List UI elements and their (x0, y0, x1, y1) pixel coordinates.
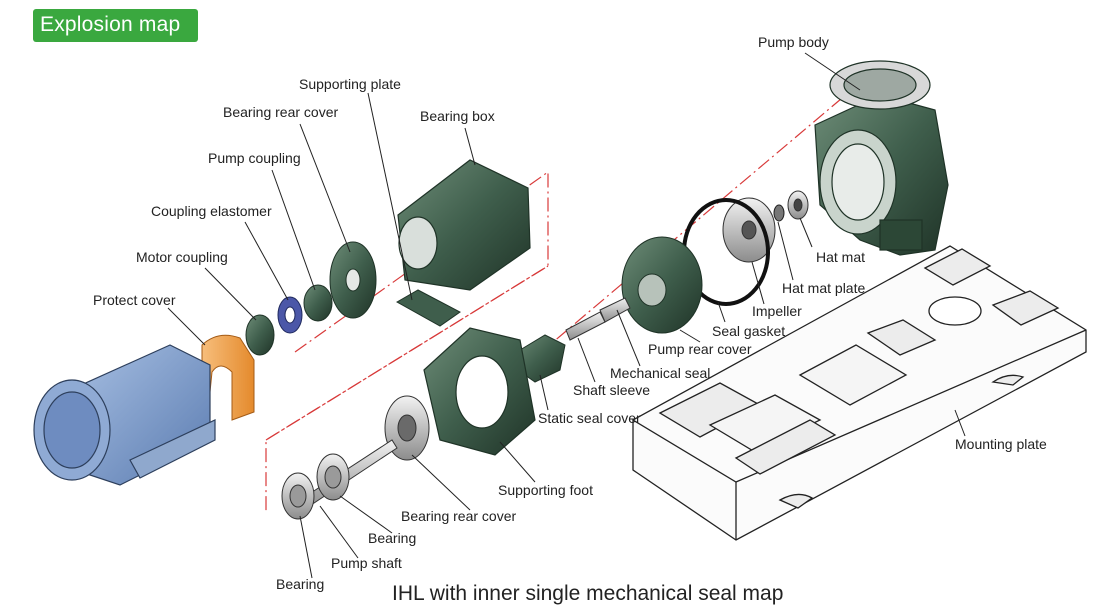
leader-pump-coupling (271, 169, 316, 291)
label-hat-mat-plate: Hat mat plate (782, 280, 865, 296)
leader-bearing-box (464, 127, 476, 166)
label-mounting-plate: Mounting plate (955, 436, 1047, 452)
part-labels: Pump body Supporting plate Bearing rear … (93, 34, 1047, 592)
label-pump-rear-cover: Pump rear cover (648, 341, 752, 357)
pump-body-part (814, 60, 949, 256)
leader-motor-coupling (204, 267, 257, 321)
shaft-sleeve-part (565, 311, 606, 341)
leader-pump-body (804, 52, 861, 91)
motor-coupling-part (245, 314, 275, 356)
leader-pump-rear-cover (679, 329, 701, 343)
label-bearing-rear-cover-top: Bearing rear cover (223, 104, 339, 120)
leader-impeller (751, 261, 765, 305)
leader-mounting-plate (954, 409, 966, 437)
label-impeller: Impeller (752, 303, 802, 319)
badge-text: Explosion map (40, 13, 181, 36)
mounting-plate-part (632, 245, 1087, 541)
leader-bearing-rear-cover-bottom (411, 454, 471, 511)
label-seal-gasket: Seal gasket (712, 323, 785, 339)
label-supporting-foot: Supporting foot (498, 482, 593, 498)
label-static-seal-cover: Static seal cover (538, 410, 641, 426)
leader-seal-gasket (717, 301, 726, 323)
leader-lines (167, 52, 966, 579)
label-protect-cover: Protect cover (93, 292, 176, 308)
center-line-pump (519, 65, 881, 371)
bearing-upper-part (316, 453, 350, 501)
label-bearing-lower: Bearing (276, 576, 324, 592)
leader-pump-shaft (319, 505, 359, 559)
leader-coupling-elastomer (244, 221, 289, 301)
bearing-rear-cover-top-part (329, 241, 377, 319)
leader-bearing-upper (339, 495, 393, 534)
label-supporting-plate: Supporting plate (299, 76, 401, 92)
explosion-map-badge: Explosion map (33, 9, 198, 42)
center-lines (265, 65, 881, 512)
supporting-foot-part (423, 327, 536, 456)
label-pump-shaft: Pump shaft (331, 555, 402, 571)
diagram-caption: IHL with inner single mechanical seal ma… (392, 582, 784, 605)
leader-hat-mat (799, 217, 813, 248)
label-bearing-upper: Bearing (368, 530, 416, 546)
leader-supporting-plate (367, 92, 413, 301)
hat-mat-plate-part (773, 204, 785, 222)
label-bearing-rear-cover-bottom: Bearing rear cover (401, 508, 517, 524)
leader-protect-cover (167, 307, 206, 346)
coupling-elastomer-part (277, 296, 303, 334)
bearing-box-part (397, 159, 531, 291)
pump-rear-cover-part (621, 236, 703, 334)
label-hat-mat: Hat mat (816, 249, 865, 265)
mechanical-seal-part (599, 297, 631, 323)
label-motor-coupling: Motor coupling (136, 249, 228, 265)
label-pump-coupling: Pump coupling (208, 150, 301, 166)
label-pump-body: Pump body (758, 34, 829, 50)
leader-mechanical-seal (616, 309, 641, 367)
hat-mat-part (787, 190, 809, 220)
supporting-plate-part (395, 289, 461, 327)
leader-bearing-lower (299, 515, 313, 579)
leader-bearing-rear-cover-top (299, 123, 351, 253)
label-mechanical-seal: Mechanical seal (610, 365, 710, 381)
leader-shaft-sleeve (577, 337, 596, 383)
motor-part (33, 344, 216, 486)
protect-cover-part (201, 334, 255, 421)
label-bearing-box: Bearing box (420, 108, 495, 124)
bearing-rear-cover-bottom-part (384, 395, 430, 461)
impeller-part (722, 197, 776, 263)
leader-hat-mat-plate (777, 221, 794, 281)
leader-static-seal-cover (539, 374, 549, 411)
pump-coupling-part (303, 284, 333, 322)
leader-supporting-foot (499, 441, 536, 483)
center-line-shaft (265, 265, 549, 441)
bearing-lower-part (281, 472, 315, 520)
label-coupling-elastomer: Coupling elastomer (151, 203, 272, 219)
label-shaft-sleeve: Shaft sleeve (573, 382, 650, 398)
